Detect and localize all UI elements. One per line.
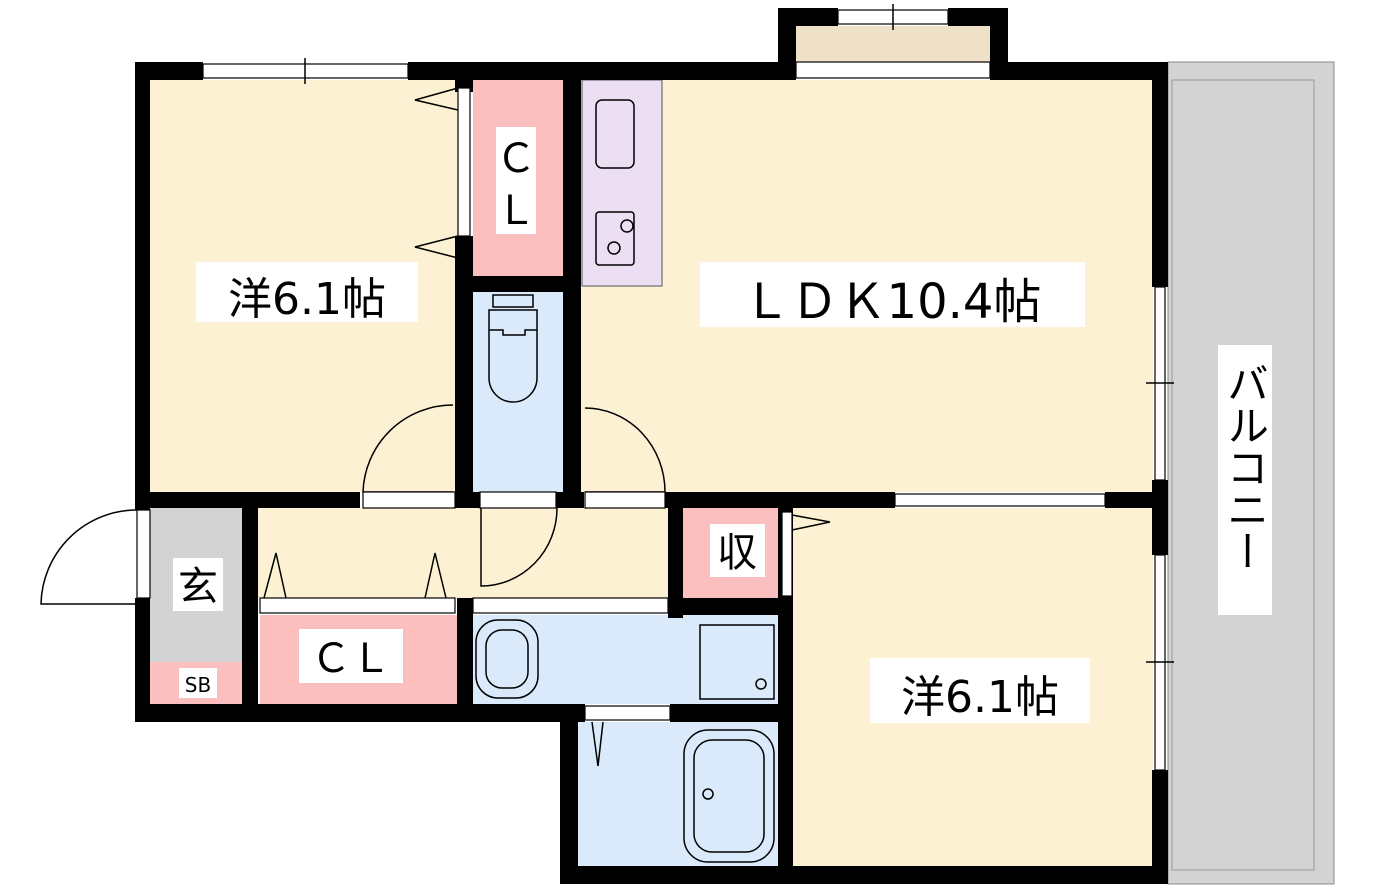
washroom xyxy=(473,615,778,704)
shoe-box-label: SB xyxy=(185,673,211,697)
balcony-label: バルコニー xyxy=(1221,362,1270,572)
bay-window xyxy=(795,26,991,62)
windows xyxy=(136,4,1174,771)
stove-icon xyxy=(595,211,635,266)
kitchen-counter xyxy=(581,79,663,287)
closet-top-label-l: Ｌ xyxy=(496,188,536,234)
toilet-room xyxy=(473,292,563,492)
doors xyxy=(40,87,831,767)
bathtub-icon xyxy=(683,729,775,863)
toilet-icon xyxy=(488,294,538,403)
walls xyxy=(135,8,1168,884)
western-room-1-label: 洋6.1帖 xyxy=(228,274,386,325)
sink-icon xyxy=(595,99,635,169)
ldk-label: ＬＤＫ10.4帖 xyxy=(743,274,1042,330)
storage-label: 収 xyxy=(717,530,757,576)
closet-bottom-label: ＣＬ xyxy=(311,636,391,682)
washing-machine-icon xyxy=(699,624,775,700)
closet-top-label-c: Ｃ xyxy=(496,136,536,182)
bathroom xyxy=(578,722,778,866)
washbasin-icon xyxy=(475,619,539,699)
hallway xyxy=(244,508,668,598)
fixtures xyxy=(475,99,775,863)
western-room-2-label: 洋6.1帖 xyxy=(901,672,1059,723)
entrance-label: 玄 xyxy=(178,564,218,610)
